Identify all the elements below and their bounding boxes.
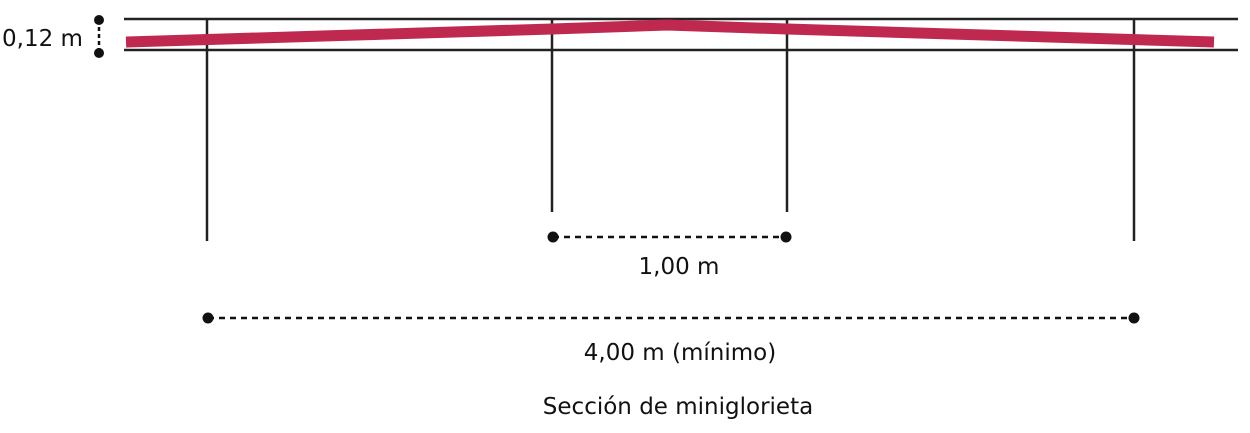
thickness-top-dot — [94, 15, 104, 25]
thickness-bottom-dot — [94, 48, 104, 58]
total-span-label: 4,00 m (mínimo) — [583, 340, 777, 366]
miniglorieta-surface-profile — [125, 19, 1215, 48]
diagram-caption: Sección de miniglorieta — [542, 394, 814, 420]
center-span-right-dot — [780, 231, 792, 243]
thickness-label: 0,12 m — [2, 26, 83, 52]
center-span-left-dot — [547, 231, 559, 243]
total-span-right-dot — [1128, 312, 1140, 324]
center-span-label: 1,00 m — [638, 254, 720, 280]
total-span-left-dot — [202, 312, 214, 324]
